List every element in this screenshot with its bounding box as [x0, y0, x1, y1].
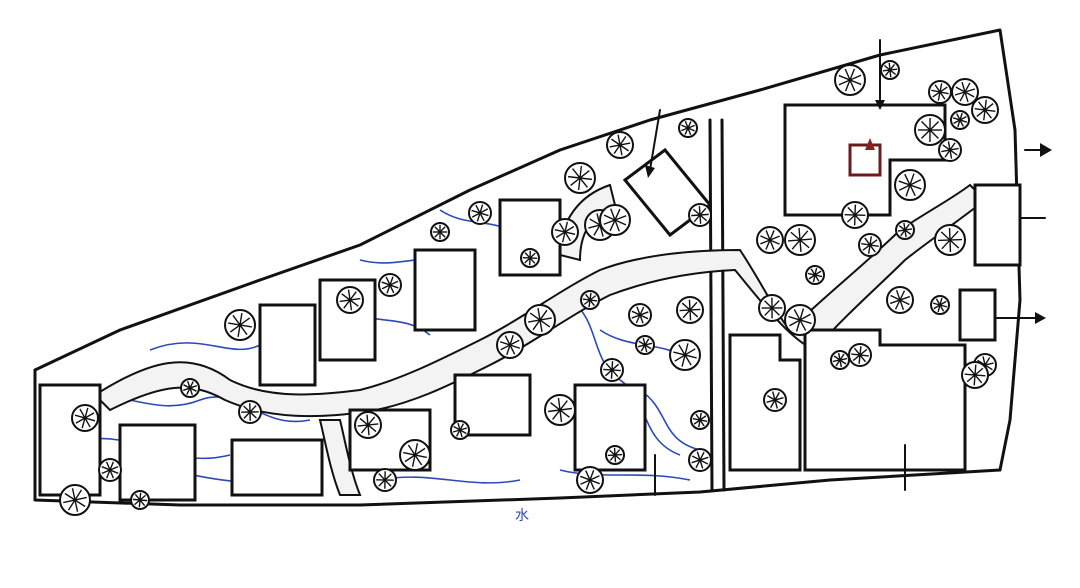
- tree-icon: [599, 204, 631, 236]
- tree-icon: [238, 400, 262, 424]
- building-southeast-large: [803, 328, 967, 472]
- tree-icon: [224, 309, 256, 341]
- tree-icon: [628, 303, 652, 327]
- trees: [59, 60, 999, 516]
- tree-icon: [430, 222, 450, 242]
- tree-icon: [886, 286, 914, 314]
- tree-icon: [130, 490, 150, 510]
- tree-icon: [841, 201, 869, 229]
- building-mid-3: [413, 248, 477, 332]
- tree-icon: [71, 404, 99, 432]
- building-west-1: [38, 383, 102, 497]
- tree-icon: [544, 394, 576, 426]
- tree-icon: [496, 331, 524, 359]
- building-east-2: [958, 288, 997, 342]
- tree-icon: [180, 378, 200, 398]
- tree-icon: [928, 80, 952, 104]
- tree-icon: [59, 484, 91, 516]
- tree-icon: [784, 304, 816, 336]
- tree-icon: [858, 233, 882, 257]
- tree-icon: [914, 114, 946, 146]
- tree-icon: [930, 295, 950, 315]
- tree-icon: [520, 248, 540, 268]
- label-water: 水: [515, 508, 529, 524]
- tree-icon: [934, 224, 966, 256]
- labels: 水: [515, 508, 529, 524]
- tree-icon: [605, 445, 625, 465]
- tree-icon: [450, 420, 470, 440]
- tree-icon: [600, 358, 624, 382]
- tree-icon: [98, 458, 122, 482]
- tree-icon: [834, 64, 866, 96]
- tree-icon: [894, 169, 926, 201]
- tree-icon: [373, 468, 397, 492]
- tree-icon: [576, 466, 604, 494]
- building-east-1: [973, 183, 1022, 267]
- tree-icon: [669, 339, 701, 371]
- tree-icon: [805, 265, 825, 285]
- tree-icon: [690, 410, 710, 430]
- tree-icon: [688, 203, 712, 227]
- tree-icon: [756, 226, 784, 254]
- tree-icon: [784, 224, 816, 256]
- tree-icon: [468, 201, 492, 225]
- tree-icon: [938, 138, 962, 162]
- tree-icon: [676, 296, 704, 324]
- tree-icon: [830, 350, 850, 370]
- tree-icon: [763, 388, 787, 412]
- tree-icon: [524, 304, 556, 336]
- tree-icon: [951, 78, 979, 106]
- buildings: [38, 103, 1022, 502]
- tree-icon: [551, 218, 579, 246]
- arrows: [645, 39, 1052, 496]
- building-mid-1: [258, 303, 317, 387]
- tree-icon: [688, 448, 712, 472]
- building-gate: [848, 143, 882, 177]
- tree-icon: [950, 110, 970, 130]
- building-south-1: [230, 438, 324, 497]
- tree-icon: [848, 343, 872, 367]
- tree-icon: [336, 286, 364, 314]
- tree-icon: [354, 411, 382, 439]
- tree-icon: [895, 220, 915, 240]
- building-west-2: [118, 423, 197, 502]
- tree-icon: [606, 131, 634, 159]
- tree-icon: [635, 335, 655, 355]
- tree-icon: [399, 439, 431, 471]
- tree-icon: [758, 294, 786, 322]
- tree-icon: [880, 60, 900, 80]
- tree-icon: [378, 273, 402, 297]
- tree-icon: [678, 118, 698, 138]
- tree-icon: [564, 162, 596, 194]
- tree-icon: [961, 361, 989, 389]
- tree-icon: [580, 290, 600, 310]
- tree-icon: [971, 96, 999, 124]
